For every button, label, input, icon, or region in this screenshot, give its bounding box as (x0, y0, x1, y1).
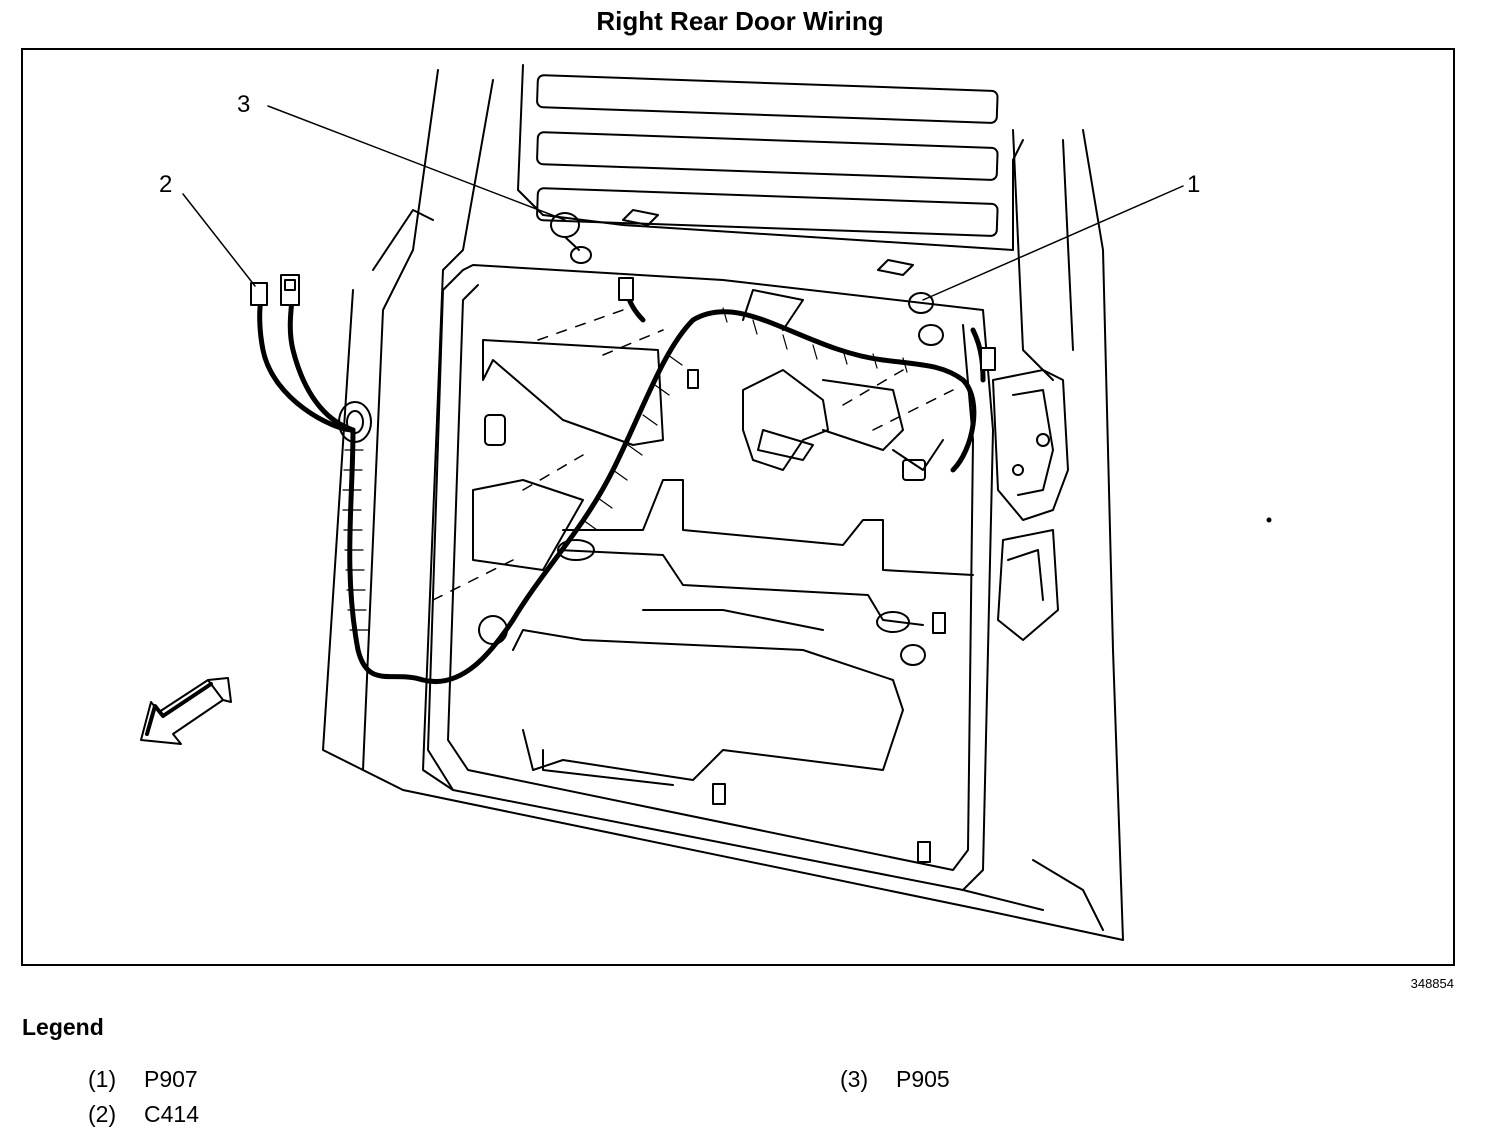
door-latch-assembly (992, 369, 1069, 641)
legend-item-number: (2) (88, 1101, 117, 1127)
legend-item-3: (3) P905 (840, 1066, 950, 1093)
diagram-frame: 3 2 1 (21, 48, 1455, 966)
callout-2: 2 (159, 171, 172, 198)
harness-conduit-ribs (342, 307, 908, 631)
window-slats (517, 64, 1024, 276)
legend-item-number: (3) (840, 1066, 869, 1092)
connector-p905 (550, 212, 634, 301)
callout-3: 3 (237, 91, 250, 118)
callout-leaders (182, 105, 1184, 301)
stray-dot (1266, 517, 1272, 523)
callout-1: 1 (1187, 171, 1200, 198)
front-direction-arrow-icon (140, 677, 232, 745)
dashed-guide-lines (432, 309, 954, 601)
door-wiring-illustration: 3 2 1 (140, 64, 1272, 941)
legend-item-number: (1) (88, 1066, 117, 1092)
legend-item-label: P905 (896, 1066, 950, 1092)
legend-heading: Legend (22, 1014, 104, 1040)
wiring-harness (257, 277, 986, 684)
diagram-title: Right Rear Door Wiring (596, 6, 884, 36)
connector-c414 (250, 274, 300, 306)
figure-id: 348854 (1410, 976, 1454, 991)
inner-door-panel (427, 264, 994, 891)
legend-item-label: C414 (144, 1101, 199, 1127)
connector-p907 (908, 292, 996, 371)
legend-item-label: P907 (144, 1066, 198, 1092)
door-body-outline (322, 69, 1124, 941)
legend-item-1: (1) P907 (88, 1066, 198, 1093)
legend-item-2: (2) C414 (88, 1101, 199, 1128)
harness-grommet (338, 401, 372, 443)
